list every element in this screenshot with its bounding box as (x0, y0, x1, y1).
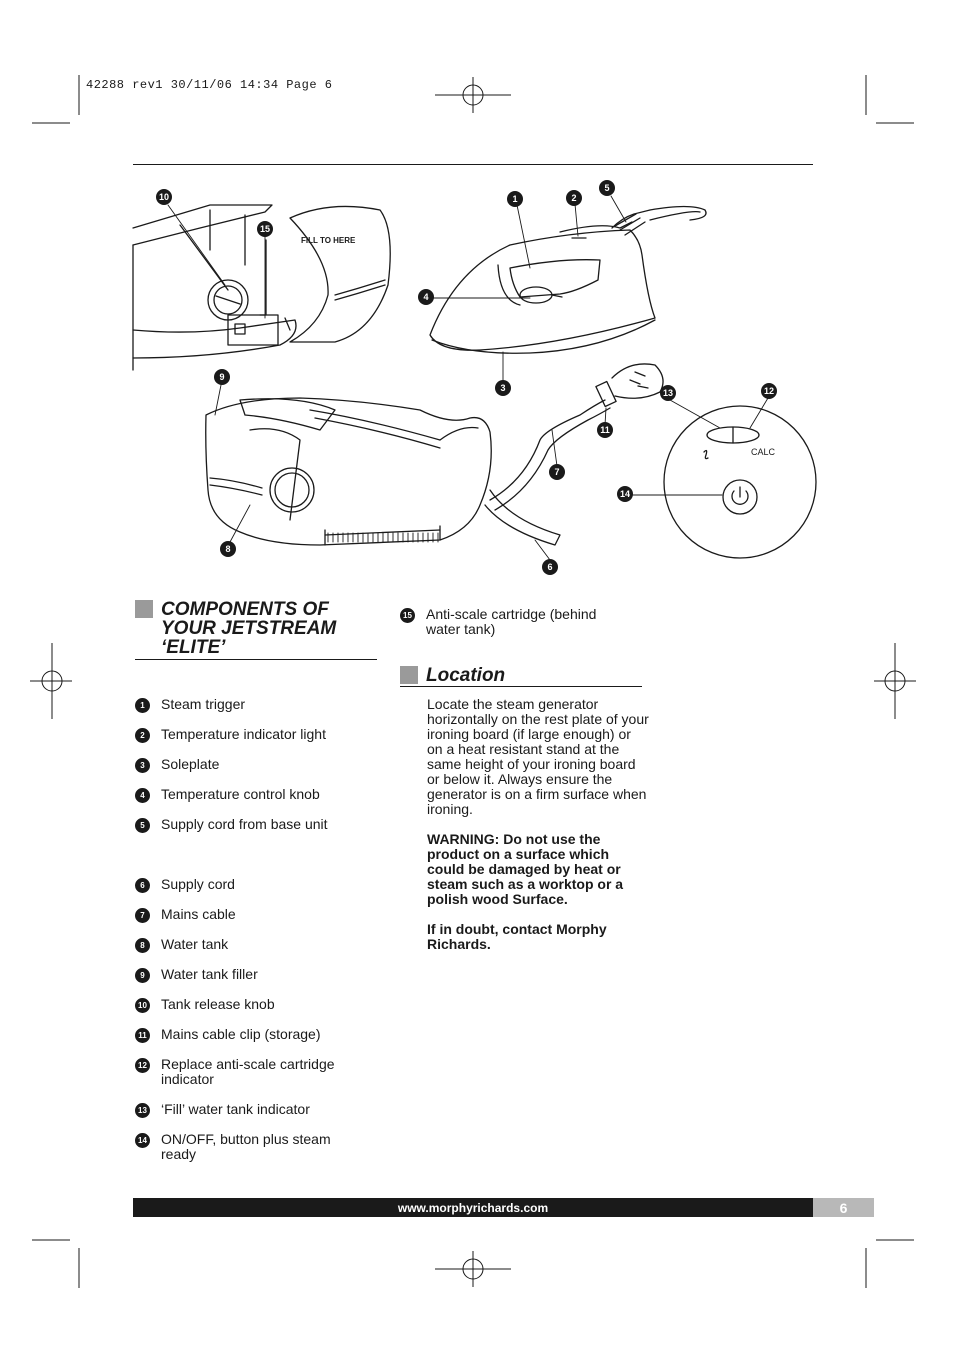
item-label: Water tank filler (161, 966, 258, 982)
calc-label: CALC (751, 447, 776, 457)
callout-6: 6 (547, 562, 552, 572)
tank-detail-illustration (132, 204, 391, 371)
location-body: Locate the steam generator horizontally … (427, 696, 649, 817)
item-label: Temperature control knob (161, 786, 320, 802)
list-item: 2 Temperature indicator light (135, 727, 365, 743)
item-number: 15 (400, 608, 415, 623)
callout-10-marker (156, 189, 172, 205)
callout-11: 11 (600, 425, 610, 435)
callout-15: 15 (260, 224, 270, 234)
callout-13: 13 (663, 388, 673, 398)
item-number: 4 (135, 788, 150, 803)
page-number: 6 (813, 1198, 874, 1217)
callout-7: 7 (554, 467, 559, 477)
list-item: 1 Steam trigger (135, 697, 365, 713)
callout-12-marker (761, 383, 777, 399)
item-label: Steam trigger (161, 696, 246, 712)
callout-4: 4 (423, 292, 428, 302)
callout-9: 9 (219, 372, 224, 382)
components-heading: COMPONENTS OF YOUR JETSTREAM ‘ELITE’ (135, 600, 377, 660)
callout-15-marker (257, 221, 273, 237)
item-label: ‘Fill’ water tank indicator (161, 1101, 310, 1117)
item-label: Replace anti-scale cartridge indicator (161, 1056, 335, 1087)
item-number: 7 (135, 908, 150, 923)
list-item: 5 Supply cord from base unit (135, 817, 365, 833)
product-diagram: FILL TO HERE CALC 10 15 1 2 5 4 3 9 13 1… (132, 180, 817, 575)
callout-12: 12 (764, 386, 774, 396)
list-item: 3 Soleplate (135, 757, 365, 773)
callout-5-marker (599, 180, 615, 196)
callout-14: 14 (620, 489, 630, 499)
item-number: 5 (135, 818, 150, 833)
callout-8: 8 (225, 544, 230, 554)
location-heading-text: Location (426, 665, 506, 686)
location-warning: WARNING: Do not use the product on a sur… (427, 831, 624, 907)
item-label: Temperature indicator light (161, 726, 326, 742)
item-label: Tank release knob (161, 996, 275, 1012)
components-heading-text: COMPONENTS OF YOUR JETSTREAM ‘ELITE’ (161, 599, 337, 658)
fill-to-here-label: FILL TO HERE (301, 236, 356, 245)
callout-10: 10 (159, 192, 169, 202)
list-item: 15 Anti-scale cartridge (behind water tan… (400, 607, 625, 637)
top-rule (133, 164, 813, 165)
callout-2: 2 (571, 193, 576, 203)
item-number: 1 (135, 698, 150, 713)
diagram-callouts: 10 15 1 2 5 4 3 9 13 12 11 7 14 8 6 (156, 180, 777, 575)
item-number: 6 (135, 878, 150, 893)
item-label: Mains cable (161, 906, 236, 922)
heading-square-icon (400, 666, 418, 684)
iron-illustration (429, 205, 707, 354)
item-label: Anti-scale cartridge (behind water tank) (426, 606, 597, 637)
list-item: 8 Water tank (135, 937, 365, 953)
callout-1-marker (507, 191, 523, 207)
location-heading: Location (400, 666, 642, 687)
item-number: 9 (135, 968, 150, 983)
callout-3: 3 (500, 383, 505, 393)
callout-3-marker (495, 380, 511, 396)
callout-4-marker (418, 289, 434, 305)
item-label: Mains cable clip (storage) (161, 1026, 321, 1042)
list-item: 9 Water tank filler (135, 967, 365, 983)
list-item: 7 Mains cable (135, 907, 365, 923)
callout-8-marker (220, 541, 236, 557)
callout-7-marker (549, 464, 565, 480)
item-number: 10 (135, 998, 150, 1013)
item-number: 11 (135, 1028, 150, 1043)
item-label: Supply cord (161, 876, 235, 892)
list-item: 12 Replace anti-scale cartridge indicator (135, 1057, 360, 1087)
print-slug: 42288 rev1 30/11/06 14:34 Page 6 (86, 78, 333, 92)
list-item: 11 Mains cable clip (storage) (135, 1027, 365, 1043)
list-item: 14 ON/OFF, button plus steam ready (135, 1132, 360, 1162)
item-number: 8 (135, 938, 150, 953)
callout-5: 5 (604, 183, 609, 193)
footer-url: www.morphyrichards.com (133, 1198, 813, 1217)
base-unit-illustration (205, 363, 664, 546)
control-panel-illustration (663, 405, 817, 559)
callout-6-marker (542, 559, 558, 575)
callout-13-marker (660, 385, 676, 401)
callout-11-marker (597, 422, 613, 438)
list-item: 13 ‘Fill’ water tank indicator (135, 1102, 365, 1118)
list-item: 4 Temperature control knob (135, 787, 365, 803)
list-item: 6 Supply cord (135, 877, 365, 893)
list-item: 10 Tank release knob (135, 997, 365, 1013)
item-label: Water tank (161, 936, 229, 952)
item-label: Soleplate (161, 756, 220, 772)
callout-2-marker (566, 190, 582, 206)
callout-1: 1 (512, 194, 517, 204)
location-contact: If in doubt, contact Morphy Richards. (427, 921, 607, 952)
item-label: Supply cord from base unit (161, 816, 328, 832)
callout-9-marker (214, 369, 230, 385)
item-number: 13 (135, 1103, 150, 1118)
item-number: 2 (135, 728, 150, 743)
item-number: 14 (135, 1133, 150, 1148)
item-number: 12 (135, 1058, 150, 1073)
callout-14-marker (617, 486, 633, 502)
item-label: ON/OFF, button plus steam ready (161, 1131, 331, 1162)
item-number: 3 (135, 758, 150, 773)
heading-square-icon (135, 600, 153, 618)
